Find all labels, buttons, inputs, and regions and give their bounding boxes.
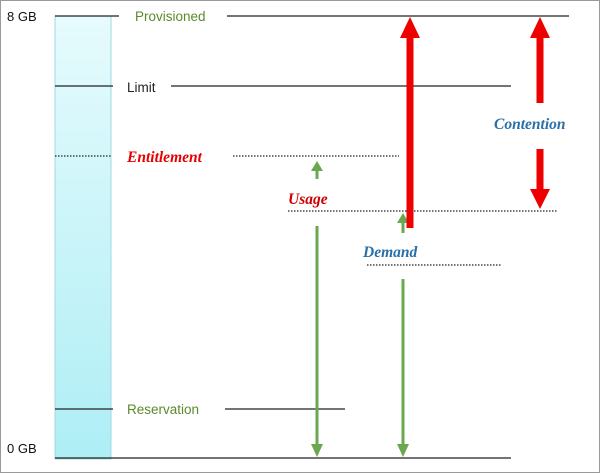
provisioned-label: Provisioned (135, 9, 206, 24)
memory-bar (54, 15, 112, 460)
red-upward-arrow (400, 17, 420, 228)
limit-label: Limit (127, 80, 156, 95)
usage-label: Usage (288, 191, 328, 208)
demand-arrow-up-stem (401, 223, 405, 233)
axis-top-label: 8 GB (7, 9, 37, 24)
red-upward-arrow-head (400, 17, 420, 38)
axis-bottom-label: 0 GB (7, 441, 37, 456)
usage-arrow-up-head (311, 161, 323, 171)
reservation-label: Reservation (127, 402, 199, 417)
contention-arrow-down-head (530, 189, 550, 209)
contention-arrow-up-head (530, 17, 550, 38)
contention-arrow-up-shaft (536, 38, 544, 103)
demand-arrow-shaft (401, 279, 405, 444)
contention-arrow (530, 17, 550, 209)
usage-arrow-down-head (311, 444, 323, 457)
usage-arrow-shaft (315, 226, 319, 444)
red-upward-arrow-shaft (406, 38, 414, 228)
contention-label: Contention (494, 116, 566, 133)
demand-arrow-down-head (397, 444, 409, 457)
usage-arrow-up-stem (315, 171, 319, 179)
entitlement-label: Entitlement (126, 149, 203, 166)
contention-arrow-down-shaft (536, 149, 544, 189)
usage-arrow (311, 161, 323, 457)
demand-label: Demand (362, 244, 418, 261)
demand-arrow-up-head (397, 213, 409, 223)
demand-arrow (397, 213, 409, 457)
